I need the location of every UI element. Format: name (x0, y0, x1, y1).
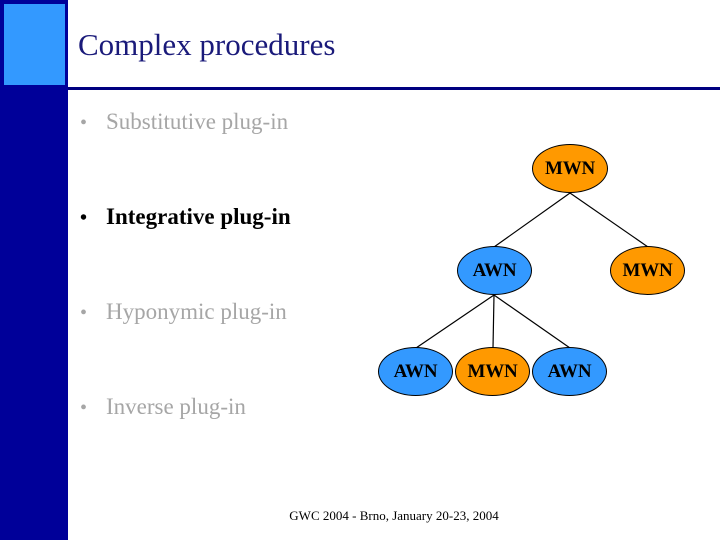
list-item: • Substitutive plug-in (80, 108, 420, 203)
bullet-label: Substitutive plug-in (106, 109, 289, 134)
bullet-marker-icon: • (80, 207, 88, 229)
tree-node-leaf-right[interactable]: AWN (532, 347, 607, 396)
bullet-marker-icon: • (80, 397, 88, 419)
page-title: Complex procedures (78, 27, 336, 62)
list-item: • Hyponymic plug-in (80, 298, 420, 393)
slide-footer: GWC 2004 - Brno, January 20-23, 2004 (289, 508, 499, 523)
tree-node-mid-left[interactable]: AWN (457, 246, 532, 295)
list-item: • Inverse plug-in (80, 393, 420, 488)
sidebar-dark-bar (0, 0, 68, 540)
bullet-list: • Substitutive plug-in • Integrative plu… (80, 108, 420, 488)
bullet-marker-icon: • (80, 302, 88, 324)
tree-node-mid-right[interactable]: MWN (610, 246, 685, 295)
tree-node-leaf-center[interactable]: MWN (455, 347, 530, 396)
bullet-label: Integrative plug-in (106, 204, 291, 229)
sidebar-light-block (3, 3, 66, 86)
bullet-label: Hyponymic plug-in (106, 299, 287, 324)
tree-node-leaf-left[interactable]: AWN (378, 347, 453, 396)
list-item: • Integrative plug-in (80, 203, 420, 298)
title-divider (68, 87, 720, 90)
tree-node-root[interactable]: MWN (532, 144, 608, 193)
bullet-label: Inverse plug-in (106, 394, 246, 419)
bullet-marker-icon: • (80, 112, 88, 134)
